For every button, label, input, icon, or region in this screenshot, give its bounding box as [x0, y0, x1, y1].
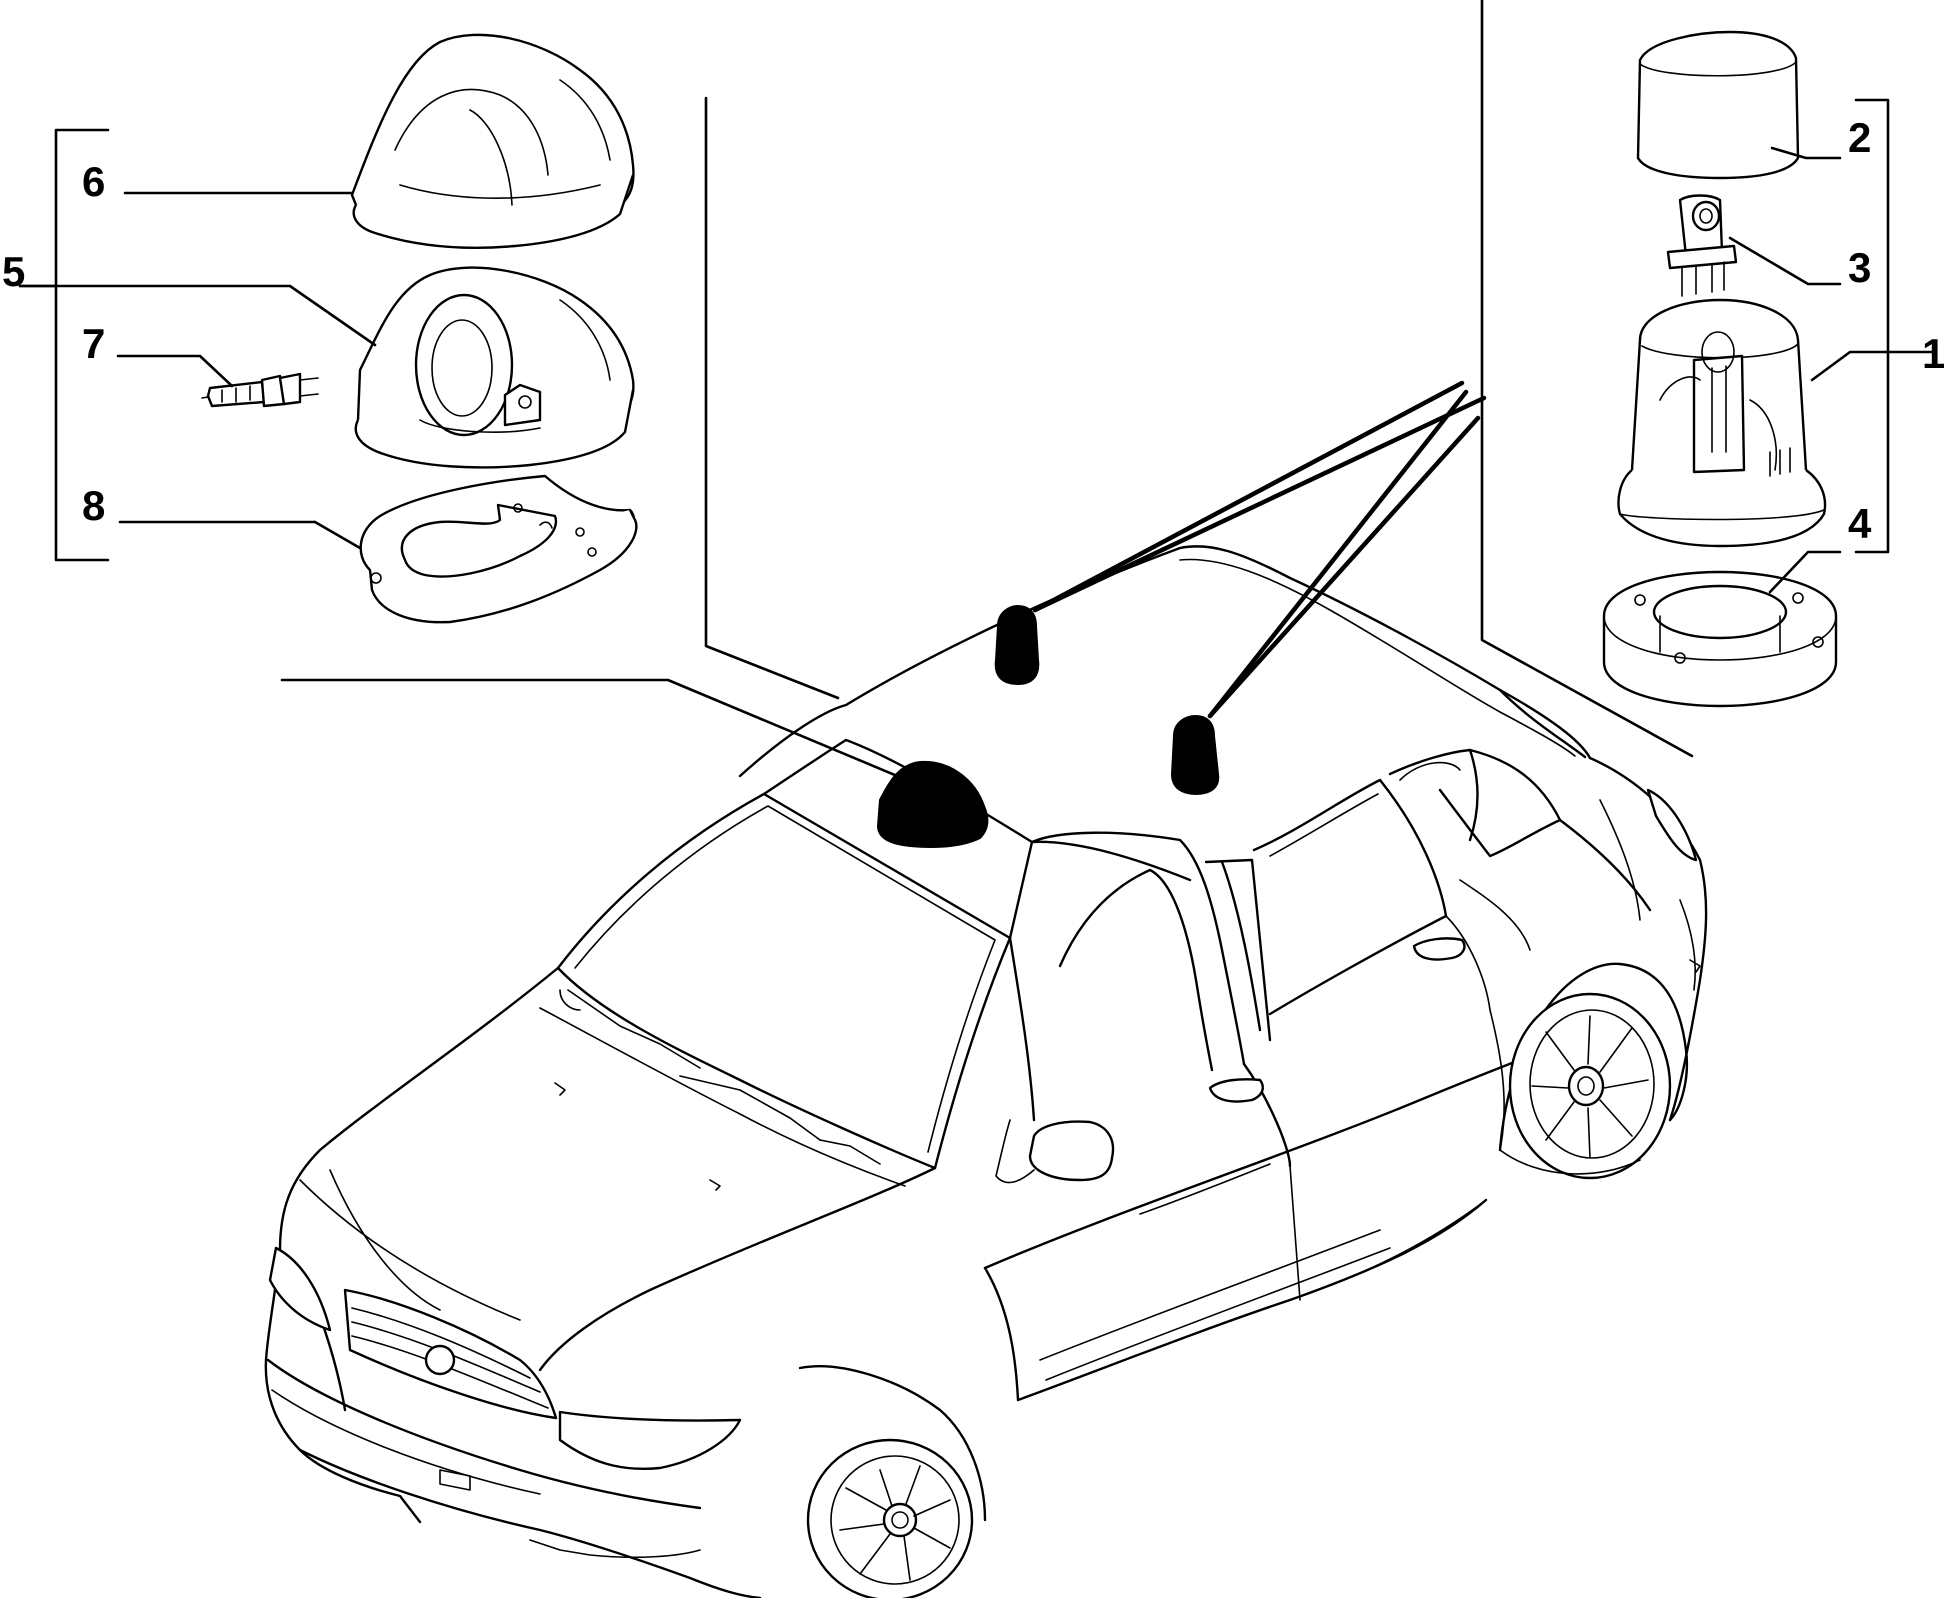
left-exploded-group — [18, 33, 638, 624]
roof-dome-lamp-icon — [876, 760, 989, 849]
callout-8: 8 — [82, 482, 105, 529]
callout-1: 1 — [1922, 330, 1944, 377]
callout-5: 5 — [2, 248, 25, 295]
side-mirror-icon — [995, 1119, 1115, 1184]
roof-mounted-beacons — [876, 604, 1220, 849]
callout-3: 3 — [1848, 244, 1871, 291]
front-wheel-icon — [798, 1365, 987, 1598]
right-exploded-group — [1602, 30, 1934, 708]
callout-labels: 1 2 3 4 5 6 7 8 — [2, 114, 1944, 547]
hatchback-car-icon — [264, 545, 1708, 1598]
callout-4: 4 — [1848, 500, 1872, 547]
group-bracket-1 — [1854, 98, 1890, 554]
roof-beacon-front-icon — [994, 604, 1040, 686]
beacon-cap-icon — [1636, 30, 1800, 180]
gasket-plate-icon — [359, 474, 638, 624]
leader-3 — [1728, 236, 1842, 286]
mounting-ring-icon — [1602, 570, 1838, 708]
dome-cover-icon — [350, 33, 635, 249]
callout-6: 6 — [82, 158, 105, 205]
leader-7 — [116, 354, 234, 388]
callout-2: 2 — [1848, 114, 1871, 161]
rear-wheel-icon — [1498, 962, 1689, 1180]
halogen-bulb-icon — [201, 372, 319, 408]
rotating-beacon-icon — [1617, 298, 1827, 548]
callout-7: 7 — [82, 320, 105, 367]
bulb-holder-icon — [1666, 194, 1738, 297]
dome-lamp-icon — [354, 266, 635, 469]
leader-4 — [1768, 550, 1842, 594]
leader-2 — [1770, 146, 1842, 160]
roof-beacon-rear-icon — [1170, 714, 1220, 796]
leader-5-part — [18, 284, 377, 347]
group-bracket-5 — [54, 128, 110, 562]
